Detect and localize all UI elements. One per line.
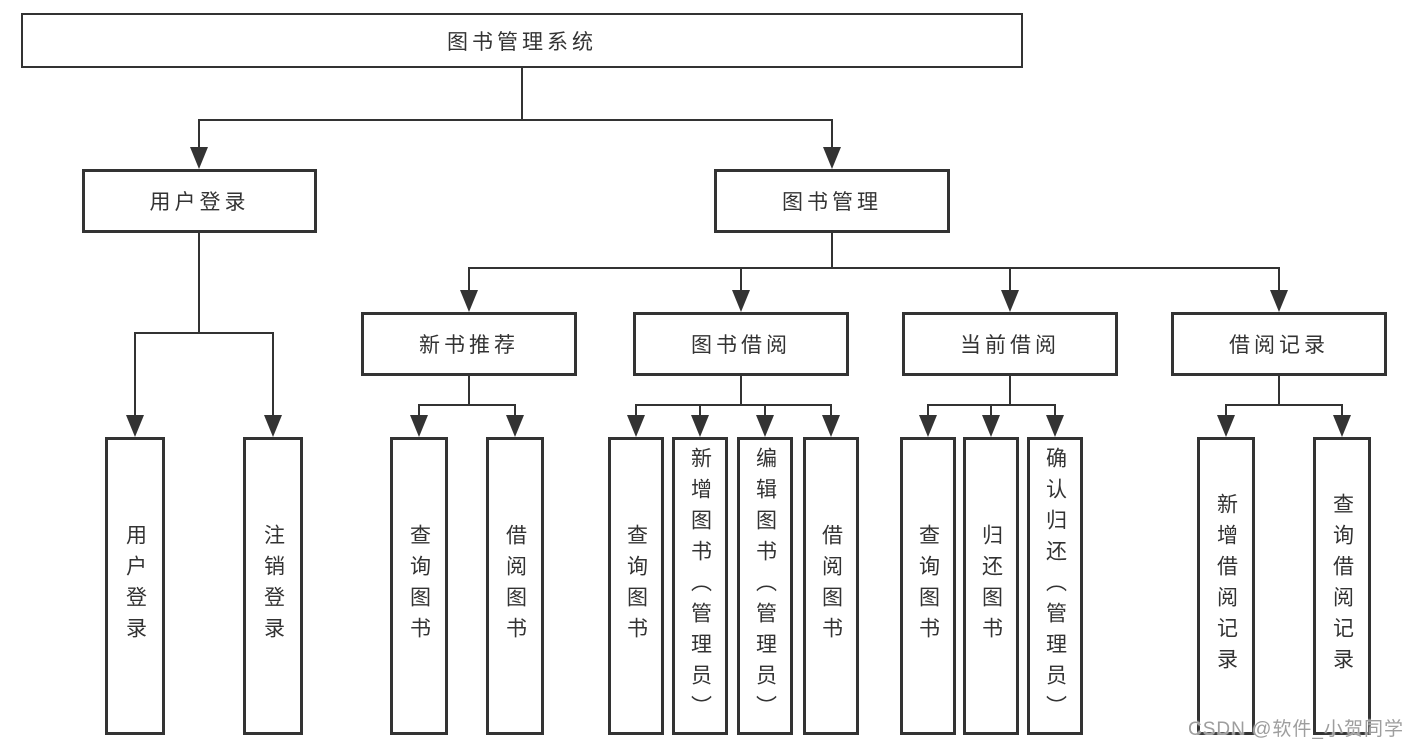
edge-user-login-stem: [198, 233, 200, 333]
node-book-mgmt-label: 图书管理: [782, 191, 882, 214]
leaf-bb-edit-book-admin-label: 编辑图书（管理员）: [753, 446, 777, 726]
leaf-cb-return-book-label: 归还图书: [979, 524, 1003, 648]
edge-arrow-stem: [1225, 404, 1227, 415]
edge-arrow-stem: [1278, 267, 1280, 290]
edge-new-book-rec-rail: [419, 404, 516, 406]
edge-arrow-stem: [272, 332, 274, 415]
arrow-down-icon: [1001, 290, 1019, 312]
leaf-logout-label: 注销登录: [261, 524, 285, 648]
leaf-cb-return-book: 归还图书: [963, 437, 1019, 735]
leaf-cb-query-book: 查询图书: [900, 437, 956, 735]
leaf-br-add-record-label: 新增借阅记录: [1214, 493, 1238, 679]
edge-user-login-rail: [134, 332, 274, 334]
arrow-down-icon: [627, 415, 645, 437]
node-current-borrow-label: 当前借阅: [960, 334, 1060, 357]
edge-borrow-record-stem: [1278, 376, 1280, 405]
arrow-down-icon: [756, 415, 774, 437]
leaf-br-add-record: 新增借阅记录: [1197, 437, 1255, 735]
edge-book-mgmt-stem: [831, 233, 833, 268]
leaf-logout: 注销登录: [243, 437, 303, 735]
node-user-login-label: 用户登录: [149, 191, 250, 214]
edge-level1-rail: [198, 119, 833, 121]
arrow-down-icon: [190, 147, 208, 169]
leaf-br-query-record-label: 查询借阅记录: [1330, 493, 1354, 679]
edge-arrow-stem: [635, 404, 637, 415]
leaf-cb-confirm-return-admin-label: 确认归还（管理员）: [1043, 446, 1067, 726]
node-book-mgmt: 图书管理: [714, 169, 950, 233]
edge-arrow-stem: [990, 404, 992, 415]
arrow-down-icon: [691, 415, 709, 437]
edge-arrow-stem: [418, 404, 420, 415]
csdn-watermark: CSDN @软件_小贺同学: [1188, 719, 1404, 740]
leaf-cb-confirm-return-admin: 确认归还（管理员）: [1027, 437, 1083, 735]
leaf-bb-add-book-admin: 新增图书（管理员）: [672, 437, 728, 735]
edge-current-borrow-stem: [1009, 376, 1011, 405]
node-root: 图书管理系统: [21, 13, 1023, 68]
leaf-rec-borrow-book-label: 借阅图书: [503, 524, 527, 648]
arrow-down-icon: [506, 415, 524, 437]
leaf-bb-edit-book-admin: 编辑图书（管理员）: [737, 437, 793, 735]
arrow-down-icon: [460, 290, 478, 312]
leaf-bb-borrow-book: 借阅图书: [803, 437, 859, 735]
arrow-down-icon: [1046, 415, 1064, 437]
node-user-login: 用户登录: [82, 169, 317, 233]
leaf-rec-borrow-book: 借阅图书: [486, 437, 544, 735]
edge-level2-rail: [469, 267, 1280, 269]
edge-root-stem: [521, 68, 523, 120]
edge-arrow-stem: [927, 404, 929, 415]
arrow-down-icon: [919, 415, 937, 437]
node-root-label: 图书管理系统: [447, 30, 597, 54]
arrow-down-icon: [126, 415, 144, 437]
edge-book-borrow-rail: [636, 404, 832, 406]
leaf-user-login-label: 用户登录: [123, 524, 147, 648]
leaf-bb-borrow-book-label: 借阅图书: [819, 524, 843, 648]
node-borrow-record: 借阅记录: [1171, 312, 1387, 376]
node-current-borrow: 当前借阅: [902, 312, 1118, 376]
edge-arrow-stem: [699, 404, 701, 415]
leaf-user-login: 用户登录: [105, 437, 165, 735]
arrow-down-icon: [822, 415, 840, 437]
edge-borrow-record-rail: [1226, 404, 1343, 406]
arrow-down-icon: [1333, 415, 1351, 437]
arrow-down-icon: [1270, 290, 1288, 312]
edge-book-borrow-stem: [740, 376, 742, 405]
edge-arrow-user-login-stem: [198, 119, 200, 147]
edge-arrow-stem: [1341, 404, 1343, 415]
leaf-cb-query-book-label: 查询图书: [916, 524, 940, 648]
node-new-book-rec-label: 新书推荐: [419, 334, 519, 357]
edge-arrow-stem: [514, 404, 516, 415]
node-new-book-rec: 新书推荐: [361, 312, 577, 376]
node-borrow-record-label: 借阅记录: [1229, 334, 1329, 357]
edge-arrow-stem: [764, 404, 766, 415]
edge-arrow-stem: [1054, 404, 1056, 415]
edge-arrow-stem: [830, 404, 832, 415]
edge-new-book-rec-stem: [468, 376, 470, 405]
leaf-rec-query-book-label: 查询图书: [407, 524, 431, 648]
edge-arrow-stem: [1009, 267, 1011, 290]
arrow-down-icon: [1217, 415, 1235, 437]
leaf-bb-add-book-admin-label: 新增图书（管理员）: [688, 446, 712, 726]
arrow-down-icon: [982, 415, 1000, 437]
edge-arrow-stem: [134, 332, 136, 415]
node-book-borrow-label: 图书借阅: [691, 334, 791, 357]
arrow-down-icon: [264, 415, 282, 437]
arrow-down-icon: [732, 290, 750, 312]
edge-arrow-book-mgmt-stem: [831, 119, 833, 147]
node-book-borrow: 图书借阅: [633, 312, 849, 376]
edge-current-borrow-rail: [928, 404, 1056, 406]
leaf-bb-query-book-label: 查询图书: [624, 524, 648, 648]
arrow-down-icon: [823, 147, 841, 169]
leaf-rec-query-book: 查询图书: [390, 437, 448, 735]
leaf-bb-query-book: 查询图书: [608, 437, 664, 735]
edge-arrow-stem: [468, 267, 470, 290]
leaf-br-query-record: 查询借阅记录: [1313, 437, 1371, 735]
arrow-down-icon: [410, 415, 428, 437]
edge-arrow-stem: [740, 267, 742, 290]
